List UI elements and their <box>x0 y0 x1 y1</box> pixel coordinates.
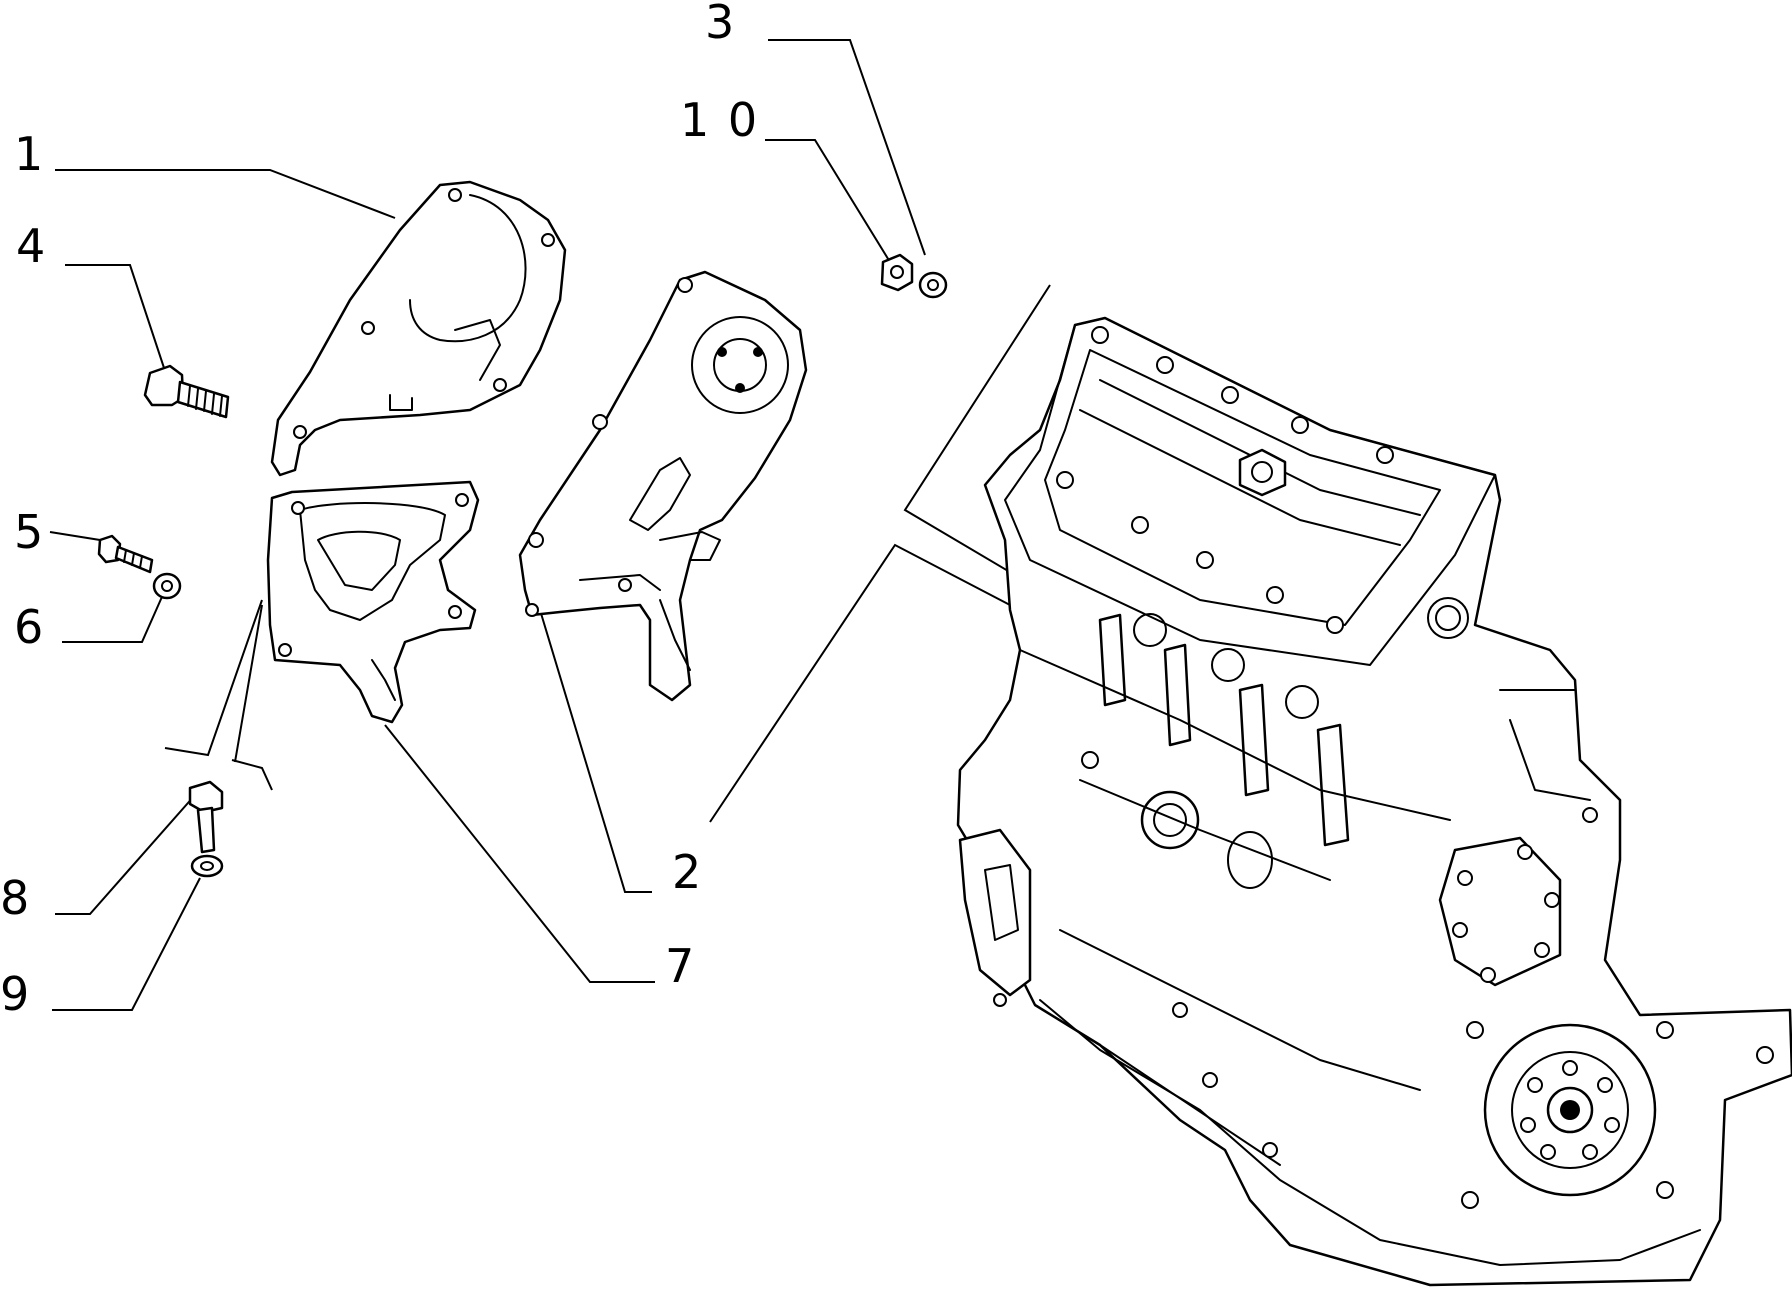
leader-9 <box>52 877 201 1011</box>
callout-9: 9 <box>0 967 31 1021</box>
bolt-4 <box>143 364 230 419</box>
leader-7 <box>384 724 655 983</box>
bolt-8 <box>188 780 224 854</box>
callout-10: 1 0 <box>680 93 759 147</box>
washer-9 <box>190 854 224 878</box>
leader-break-link <box>234 604 263 763</box>
leader-8 <box>55 794 196 915</box>
leader-2c <box>903 284 1051 579</box>
leader-1 <box>55 169 396 219</box>
leader-6 <box>62 589 166 643</box>
callout-5: 5 <box>14 505 45 559</box>
nut-10 <box>880 253 914 292</box>
callout-6: 6 <box>14 600 45 654</box>
callout-4: 4 <box>16 219 47 273</box>
engine-block <box>956 316 1792 1287</box>
callout-3: 3 <box>705 0 736 49</box>
callout-7: 7 <box>665 939 696 993</box>
callout-1: 1 <box>14 127 45 181</box>
callout-labels: 1 4 5 6 8 9 7 2 3 1 0 <box>0 0 759 1021</box>
washer-6 <box>152 572 182 600</box>
leader-break-left <box>164 599 263 757</box>
bolt-5 <box>97 534 154 574</box>
leader-10 <box>765 139 891 263</box>
callout-2: 2 <box>672 845 703 899</box>
front-timing-cover <box>518 270 808 702</box>
leader-3 <box>768 39 926 256</box>
leader-5 <box>49 531 101 541</box>
lower-cover-plate <box>266 480 480 724</box>
callout-8: 8 <box>0 871 31 925</box>
leader-2a <box>539 609 652 893</box>
upper-cover-plate <box>270 180 567 477</box>
leader-4 <box>65 264 169 381</box>
leader-break-right <box>231 759 273 791</box>
washer-3 <box>918 271 948 299</box>
leader-2b <box>709 543 1011 823</box>
leader-lines <box>49 39 1051 1011</box>
